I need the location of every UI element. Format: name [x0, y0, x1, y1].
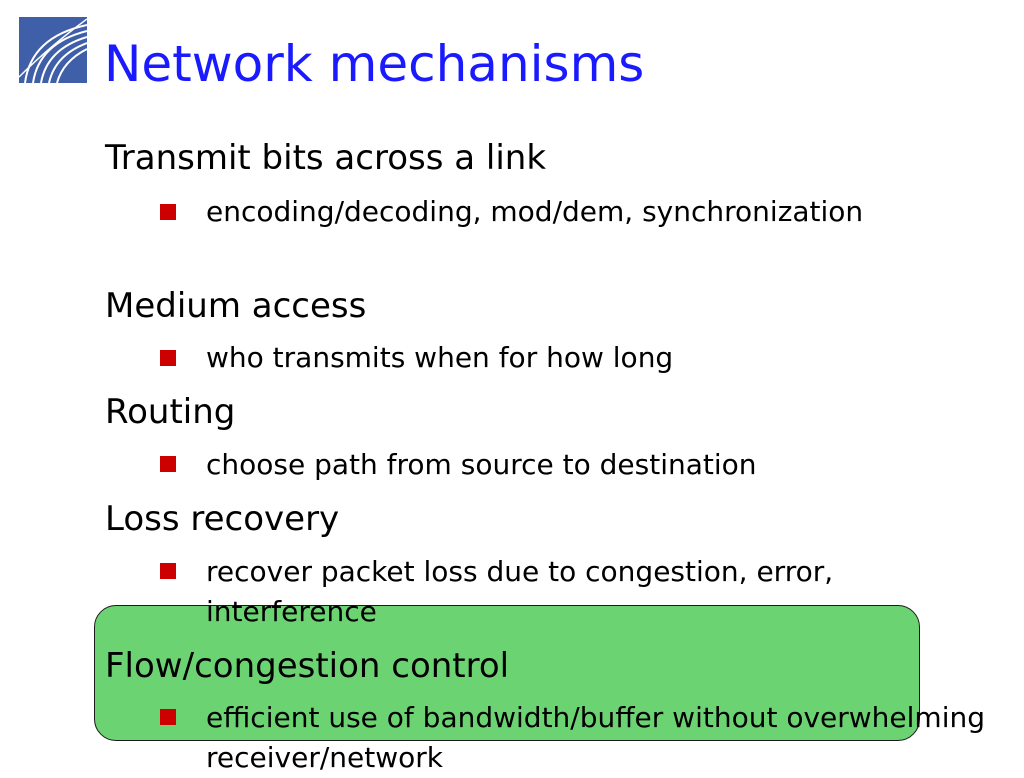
bullet-text-choose-path: choose path from source to destination: [206, 448, 757, 481]
heading-flow-congestion: Flow/congestion control: [105, 646, 510, 686]
bullet-square-icon: [160, 350, 176, 366]
heading-loss-recovery: Loss recovery: [105, 499, 340, 539]
bullet-text-encoding: encoding/decoding, mod/dem, synchronizat…: [206, 195, 864, 228]
heading-routing: Routing: [105, 392, 236, 432]
logo-icon: [19, 17, 87, 83]
heading-transmit-bits: Transmit bits across a link: [105, 138, 547, 178]
highlight-box: [94, 605, 920, 741]
heading-medium-access: Medium access: [105, 286, 367, 326]
bullet-text-recover-packet: recover packet loss due to congestion, e…: [206, 555, 834, 628]
bullet-text-efficient-use: efficient use of bandwidth/buffer withou…: [206, 701, 986, 774]
slide-title: Network mechanisms: [104, 35, 645, 93]
bullet-square-icon: [160, 563, 176, 579]
bullet-square-icon: [160, 204, 176, 220]
bullet-text-who-transmits: who transmits when for how long: [206, 341, 674, 374]
bullet-square-icon: [160, 709, 176, 725]
bullet-square-icon: [160, 456, 176, 472]
